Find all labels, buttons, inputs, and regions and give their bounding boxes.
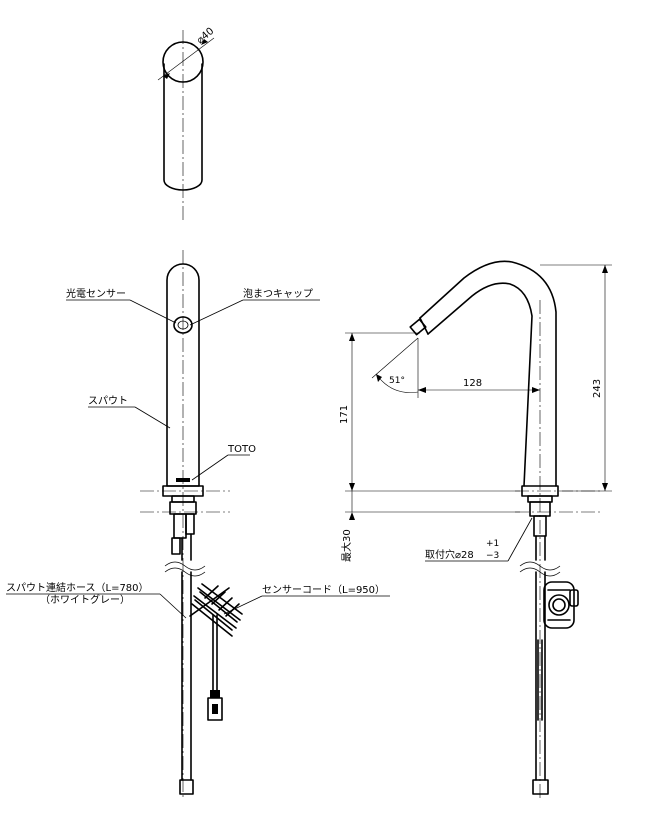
side-view-dimensions: 243 171 128 51° 最大30 取付穴⌀28 +1 −3 bbox=[339, 264, 612, 562]
top-diameter-label: ⌀40 bbox=[195, 26, 216, 46]
spray-angle-label: 51° bbox=[389, 376, 405, 386]
front-view bbox=[140, 250, 243, 800]
max-thickness-label: 最大30 bbox=[340, 529, 353, 562]
height-total-label: 243 bbox=[592, 379, 603, 398]
spout-label: スパウト bbox=[88, 395, 128, 407]
front-view-callouts: 光電センサー 泡まつキャップ スパウト TOTO スパウト連結ホース（L=780… bbox=[6, 287, 390, 619]
mount-hole-tol-plus: +1 bbox=[486, 539, 499, 549]
photo-sensor-label: 光電センサー bbox=[66, 287, 126, 300]
hose-color-label: （ホワイトグレー） bbox=[40, 593, 130, 606]
sensor-cord-label: センサーコード（L=950） bbox=[262, 584, 385, 596]
side-cord-coil bbox=[543, 581, 579, 629]
aerator-cap-label: 泡まつキャップ bbox=[243, 287, 313, 300]
reach-label: 128 bbox=[463, 378, 482, 389]
sensor-cord-coil bbox=[189, 583, 243, 637]
height-outlet-label: 171 bbox=[339, 405, 350, 424]
side-view bbox=[409, 260, 600, 800]
hose-label: スパウト連結ホース（L=780） bbox=[6, 581, 149, 594]
brand-label: TOTO bbox=[227, 444, 256, 455]
mount-hole-label: 取付穴⌀28 bbox=[425, 548, 474, 561]
sensor-element bbox=[173, 316, 193, 334]
mount-hole-tol-minus: −3 bbox=[486, 551, 499, 561]
top-view: ⌀40 bbox=[157, 26, 216, 220]
